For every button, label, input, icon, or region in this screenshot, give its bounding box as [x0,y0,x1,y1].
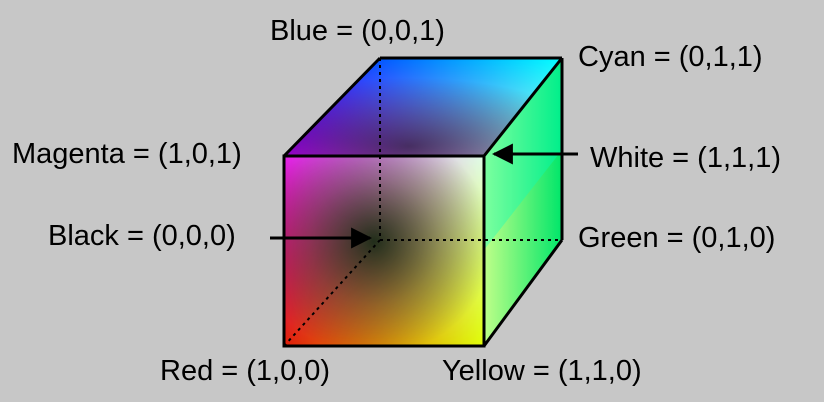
label-yellow: Yellow = (1,1,0) [442,355,642,387]
label-white: White = (1,1,1) [590,142,781,174]
cube-front-face [284,156,484,346]
visible-edges [282,56,564,348]
edge-magenta-blue [282,56,382,158]
label-cyan: Cyan = (0,1,1) [578,41,763,73]
edge-green-yellow [482,239,564,347]
hidden-edge-black-red [283,239,381,347]
label-black: Black = (0,0,0) [48,220,236,252]
front-face-outline [282,154,486,348]
label-red: Red = (1,0,0) [160,355,330,387]
edge-cyan-white [482,57,564,157]
label-magenta: Magenta = (1,0,1) [12,138,242,170]
label-blue: Blue = (0,0,1) [270,15,445,47]
hidden-edges [283,58,562,347]
cube-top-face [284,58,562,156]
label-green: Green = (0,1,0) [578,222,775,254]
